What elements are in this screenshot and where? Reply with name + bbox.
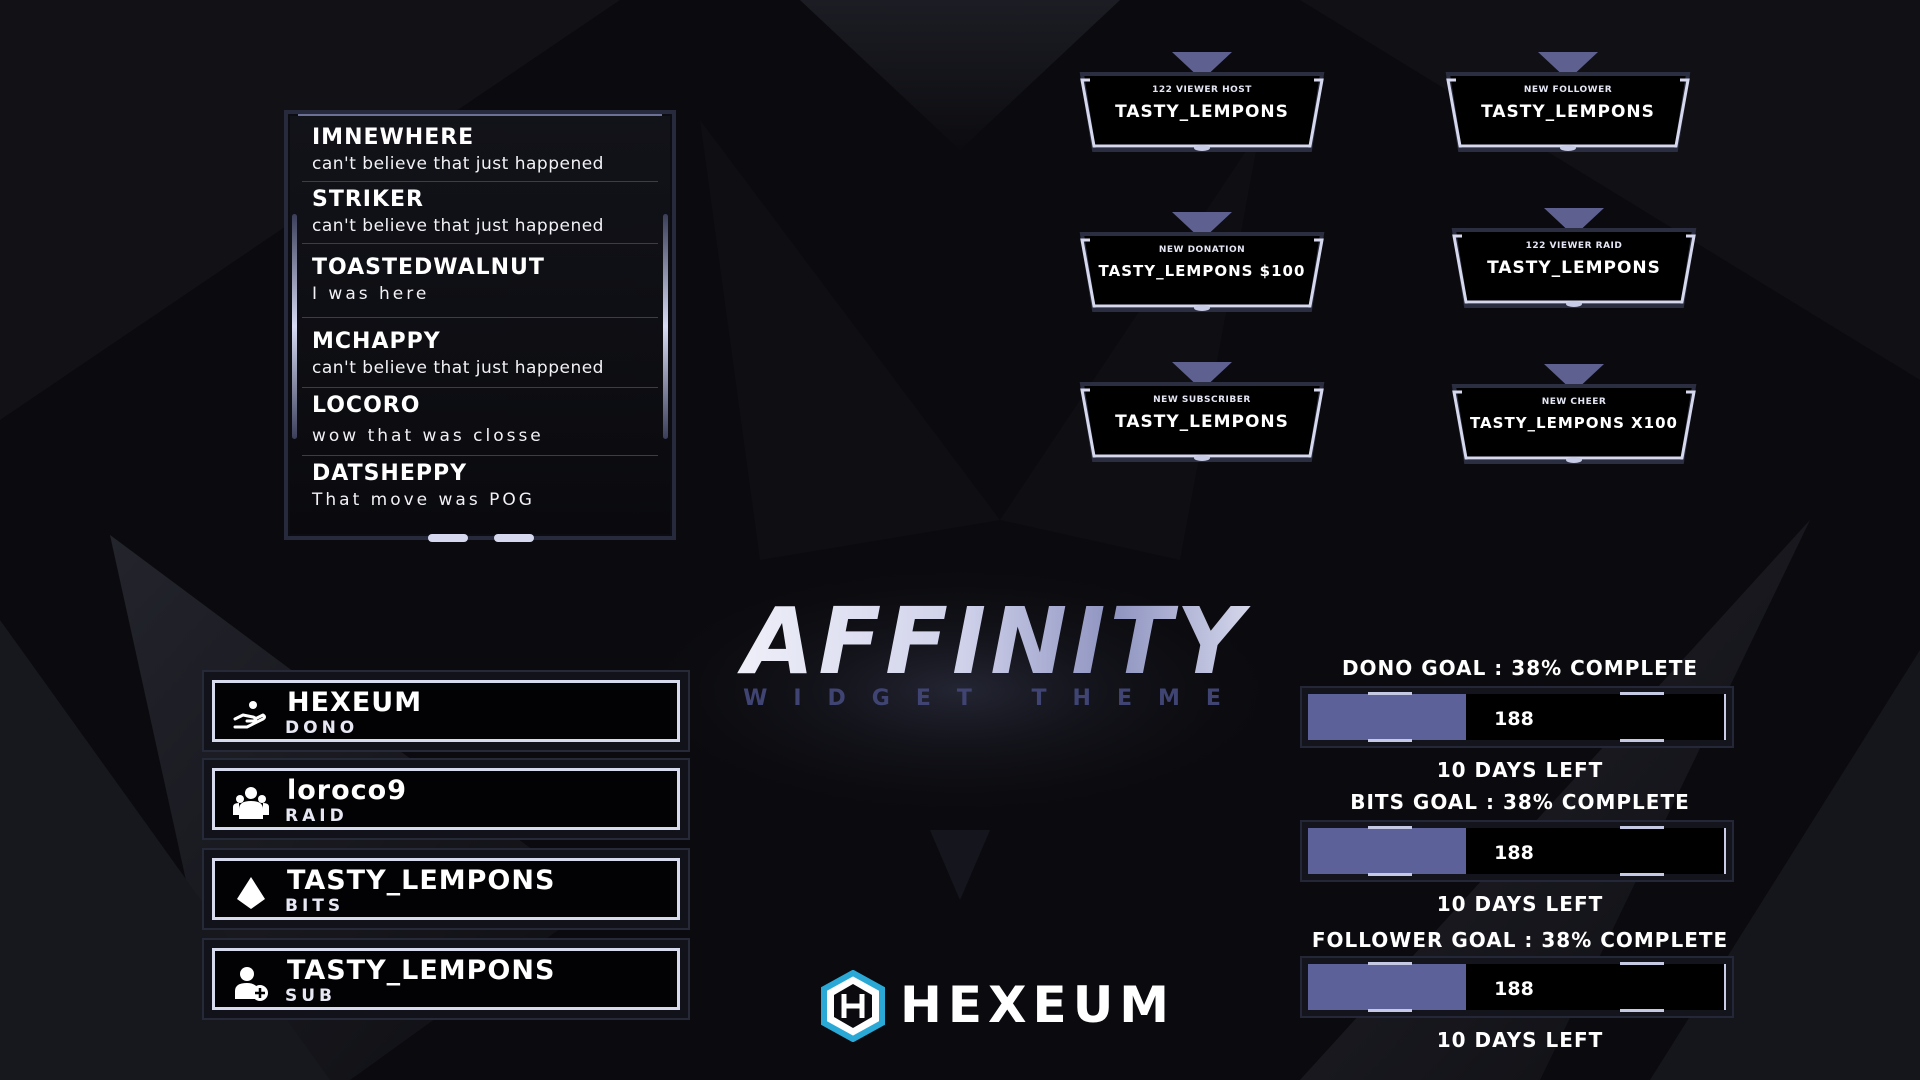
chat-username: TOASTEDWALNUT bbox=[312, 255, 545, 280]
chat-message: MCHAPPY can't believe that just happened bbox=[302, 318, 658, 388]
chat-message-text: I was here bbox=[312, 284, 430, 304]
goal-value: 188 bbox=[1494, 708, 1534, 730]
theme-title: AFFINITY bbox=[700, 592, 1290, 692]
event-raid: loroco9 RAID bbox=[202, 758, 690, 840]
alert-raid: 122 VIEWER RAID TASTY_LEMPONS bbox=[1444, 206, 1704, 312]
chat-foot-tab bbox=[494, 534, 534, 542]
alert-frame bbox=[1079, 362, 1325, 462]
chat-message: DATSHEPPY That move was POG bbox=[302, 456, 658, 518]
chat-message: STRIKER can't believe that just happened bbox=[302, 182, 658, 244]
alert-type-label: NEW SUBSCRIBER bbox=[1153, 395, 1251, 405]
alert-subscriber: NEW SUBSCRIBER TASTY_LEMPONS bbox=[1072, 360, 1332, 466]
alert-frame bbox=[1445, 52, 1691, 152]
alert-username: TASTY_LEMPONS bbox=[1487, 258, 1661, 278]
chat-box: IMNEWHERE can't believe that just happen… bbox=[284, 110, 676, 542]
goal-title: FOLLOWER GOAL : 38% COMPLETE bbox=[1311, 928, 1729, 952]
alert-frame bbox=[1079, 212, 1325, 312]
event-type-label: SUB bbox=[285, 986, 337, 1006]
alert-frame bbox=[1451, 364, 1697, 464]
chat-username: STRIKER bbox=[312, 187, 424, 212]
goal-progress-bar: 188 bbox=[1300, 956, 1734, 1018]
goal-time-remaining: 10 DAYS LEFT bbox=[1436, 1028, 1604, 1052]
chat-rail-left bbox=[292, 214, 297, 439]
goal-marker bbox=[1620, 1009, 1664, 1012]
goal-marker bbox=[1620, 739, 1664, 742]
goal-fill bbox=[1308, 826, 1467, 876]
event-frame: TASTY_LEMPONS SUB bbox=[212, 948, 680, 1010]
goal-fill bbox=[1308, 692, 1467, 742]
event-username: TASTY_LEMPONS bbox=[287, 955, 556, 986]
goal-track: 188 bbox=[1308, 826, 1726, 876]
event-type-label: RAID bbox=[285, 806, 348, 826]
brand-name: HEXEUM bbox=[900, 976, 1176, 1034]
raid-group-icon bbox=[233, 787, 269, 819]
goal-fill bbox=[1308, 962, 1467, 1012]
chat-message: IMNEWHERE can't believe that just happen… bbox=[302, 120, 658, 182]
goal-title: DONO GOAL : 38% COMPLETE bbox=[1341, 656, 1699, 680]
alert-donation: NEW DONATION TASTY_LEMPONS $100 bbox=[1072, 210, 1332, 316]
chat-message: TOASTEDWALNUT I was here bbox=[302, 244, 658, 318]
goal-time-remaining: 10 DAYS LEFT bbox=[1436, 892, 1604, 916]
goal-title: BITS GOAL : 38% COMPLETE bbox=[1350, 790, 1690, 814]
alert-username: TASTY_LEMPONS bbox=[1481, 102, 1655, 122]
event-frame: HEXEUM DONO bbox=[212, 680, 680, 742]
chat-message-text: wow that was closse bbox=[312, 426, 544, 446]
event-frame: loroco9 RAID bbox=[212, 768, 680, 830]
alert-type-label: NEW CHEER bbox=[1541, 397, 1607, 407]
alert-host: 122 VIEWER HOST TASTY_LEMPONS bbox=[1072, 50, 1332, 156]
alert-username: TASTY_LEMPONS bbox=[1115, 412, 1289, 432]
alert-username: TASTY_LEMPONS X100 bbox=[1469, 414, 1678, 432]
chat-foot-tab bbox=[428, 534, 468, 542]
chat-username: DATSHEPPY bbox=[312, 461, 468, 486]
alert-frame bbox=[1079, 52, 1325, 152]
alert-type-label: NEW DONATION bbox=[1158, 245, 1246, 255]
chat-username: MCHAPPY bbox=[312, 329, 441, 354]
chat-message-text: can't believe that just happened bbox=[312, 216, 604, 236]
chat-message-text: can't believe that just happened bbox=[312, 154, 604, 174]
event-type-label: BITS bbox=[285, 896, 345, 916]
goal-time-remaining: 10 DAYS LEFT bbox=[1436, 758, 1604, 782]
alert-type-label: 122 VIEWER HOST bbox=[1152, 85, 1252, 95]
chat-message-text: can't believe that just happened bbox=[312, 358, 604, 378]
goal-value: 188 bbox=[1494, 978, 1534, 1000]
goal-marker bbox=[1620, 962, 1664, 965]
chat-rail-right bbox=[663, 214, 668, 439]
goal-marker bbox=[1620, 692, 1664, 695]
chat-message: LOCORO wow that was closse bbox=[302, 388, 658, 456]
event-bits: TASTY_LEMPONS BITS bbox=[202, 848, 690, 930]
chat-username: IMNEWHERE bbox=[312, 125, 475, 150]
theme-subtitle: WIDGET THEME bbox=[743, 686, 1247, 711]
event-donation: HEXEUM DONO bbox=[202, 670, 690, 752]
alert-type-label: NEW FOLLOWER bbox=[1523, 85, 1613, 95]
chat-username: LOCORO bbox=[312, 393, 421, 418]
donation-hand-icon bbox=[233, 701, 266, 729]
goal-progress-bar: 188 bbox=[1300, 820, 1734, 882]
alert-type-label: 122 VIEWER RAID bbox=[1525, 241, 1623, 251]
event-username: HEXEUM bbox=[287, 687, 423, 718]
chat-message-list: IMNEWHERE can't believe that just happen… bbox=[302, 120, 658, 518]
chat-message-text: That move was POG bbox=[312, 490, 535, 510]
goal-progress-bar: 188 bbox=[1300, 686, 1734, 748]
event-username: loroco9 bbox=[287, 775, 408, 806]
alert-cheer: NEW CHEER TASTY_LEMPONS X100 bbox=[1444, 362, 1704, 468]
alert-username: TASTY_LEMPONS bbox=[1115, 102, 1289, 122]
goal-track: 188 bbox=[1308, 692, 1726, 742]
event-type-label: DONO bbox=[285, 718, 359, 738]
subscriber-add-icon bbox=[235, 967, 268, 1001]
hexagon-h-logo-icon bbox=[821, 970, 885, 1042]
alert-follower: NEW FOLLOWER TASTY_LEMPONS bbox=[1438, 50, 1698, 156]
brand-logo: HEXEUM bbox=[820, 970, 1169, 1042]
goal-track: 188 bbox=[1308, 962, 1726, 1012]
event-subscriber: TASTY_LEMPONS SUB bbox=[202, 938, 690, 1020]
goal-marker bbox=[1620, 873, 1664, 876]
event-frame: TASTY_LEMPONS BITS bbox=[212, 858, 680, 920]
goal-value: 188 bbox=[1494, 842, 1534, 864]
bits-gem-icon bbox=[237, 877, 265, 909]
alert-username: TASTY_LEMPONS $100 bbox=[1098, 262, 1306, 280]
alert-frame bbox=[1451, 208, 1697, 308]
event-username: TASTY_LEMPONS bbox=[287, 865, 556, 896]
chat-frame-top bbox=[298, 114, 662, 122]
goal-marker bbox=[1620, 826, 1664, 829]
